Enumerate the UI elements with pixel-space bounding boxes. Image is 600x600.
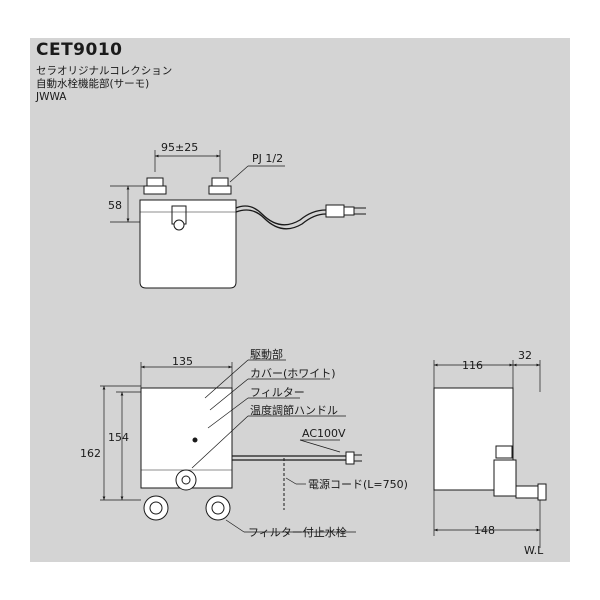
thread-spec: PJ 1/2 bbox=[252, 152, 283, 165]
callout-power: AC100V bbox=[302, 427, 346, 440]
offset-dimension: 32 bbox=[518, 349, 532, 362]
callout-filter: フィルター bbox=[250, 386, 305, 399]
width-dimension: 135 bbox=[172, 355, 193, 368]
callout-power-cord: 電源コード(L=750) bbox=[308, 477, 408, 491]
front-view bbox=[100, 359, 362, 533]
callout-cover: カバー(ホワイト) bbox=[250, 367, 336, 380]
height-dimension: 58 bbox=[108, 199, 122, 212]
callout-temperature-handle: 温度調節ハンドル bbox=[250, 403, 338, 417]
height-outer-dimension: 162 bbox=[80, 447, 101, 460]
depth-dimension: 116 bbox=[462, 359, 483, 372]
top-view bbox=[110, 150, 366, 289]
callout-filter-valve: フィルター付止水栓 bbox=[248, 525, 347, 539]
model-number: CET9010 bbox=[36, 40, 123, 60]
product-description: 自動水栓機能部(サーモ) bbox=[36, 78, 150, 90]
pitch-dimension: 95±25 bbox=[161, 141, 198, 154]
height-inner-dimension: 154 bbox=[108, 431, 129, 444]
collection-name: セラオリジナルコレクション bbox=[36, 65, 173, 77]
side-view bbox=[433, 360, 547, 548]
certification: JWWA bbox=[36, 91, 67, 103]
callout-drive-unit: 駆動部 bbox=[250, 347, 283, 361]
total-dimension: 148 bbox=[474, 524, 495, 537]
water-line-label: W.L bbox=[524, 544, 544, 557]
